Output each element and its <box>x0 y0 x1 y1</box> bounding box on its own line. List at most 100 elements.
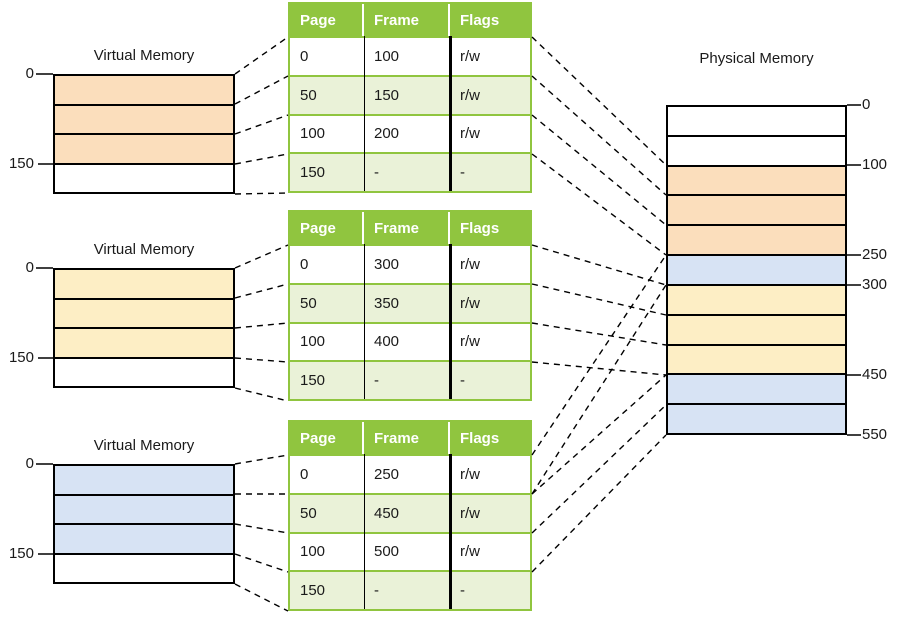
page-table-cell: - <box>374 164 379 182</box>
physical-memory-frame-row <box>668 283 845 314</box>
page-table-cell: 200 <box>374 125 400 143</box>
address-label-150: 150 <box>8 349 34 366</box>
virtual-memory-page-row <box>55 523 233 553</box>
page-table-cell: 450 <box>374 504 400 522</box>
virtual-memory-page-row <box>55 270 233 298</box>
page-table-cell: r/w <box>460 504 480 522</box>
page-table-cell: 500 <box>374 543 400 561</box>
page-table-cell: - <box>460 582 465 600</box>
physical-memory-address-label: 300 <box>862 276 888 293</box>
virtual-memory-page-row <box>55 327 233 357</box>
mapping-dashed-line <box>234 244 289 269</box>
page-table-cell: 0 <box>300 465 309 483</box>
page-table-cell: r/w <box>460 47 480 65</box>
mapping-dashed-line <box>234 36 289 75</box>
page-table-cell: 100 <box>374 47 400 65</box>
physical-memory-address-label: 550 <box>862 426 888 443</box>
virtual-memory-page-row <box>55 297 233 327</box>
physical-memory-title: Physical Memory <box>699 50 814 67</box>
page-table-cell: - <box>374 582 379 600</box>
page-table-cell: 350 <box>374 294 400 312</box>
mapping-dashed-line <box>234 153 289 165</box>
physical-memory-frame-row <box>668 107 845 135</box>
page-table-cell: 50 <box>300 86 317 104</box>
physical-memory-frame-row <box>668 194 845 225</box>
physical-memory-frame-row <box>668 373 845 404</box>
page-table-cell: - <box>460 164 465 182</box>
page-table-cell: - <box>460 372 465 390</box>
physical-memory-address-label: 250 <box>862 246 888 263</box>
mapping-dashed-line <box>531 361 667 376</box>
page-table-header-cell: Frame <box>364 212 450 244</box>
virtual-memory-title: Virtual Memory <box>93 47 195 64</box>
virtual-memory-block-3 <box>53 464 235 584</box>
page-table-header-cell: Flags <box>460 219 500 237</box>
page-table-cell: 0 <box>300 255 309 273</box>
address-label-0: 0 <box>25 455 34 472</box>
mapping-dashed-line <box>531 153 667 256</box>
page-table-cell: 100 <box>300 125 326 143</box>
address-label-0: 0 <box>25 65 34 82</box>
physical-memory-address-label: 450 <box>862 366 888 383</box>
page-table-header-cell: Page <box>290 422 364 454</box>
physical-memory-frame-row <box>668 343 845 374</box>
virtual-memory-page-row <box>55 133 233 163</box>
mapping-dashed-line <box>531 434 667 573</box>
page-table-cell: 250 <box>374 465 400 483</box>
column-divider-line <box>363 36 365 191</box>
physical-memory-frame-row <box>668 134 845 165</box>
address-label-150: 150 <box>8 545 34 562</box>
mapping-dashed-line <box>234 523 289 534</box>
address-label-150: 150 <box>8 155 34 172</box>
physical-memory-frame-row <box>668 164 845 195</box>
virtual-memory-page-row <box>55 356 233 386</box>
mapping-dashed-line <box>531 36 667 166</box>
physical-memory-block <box>666 105 847 435</box>
address-label-0: 0 <box>25 259 34 276</box>
page-table-cell: 400 <box>374 333 400 351</box>
physical-memory-frame-row <box>668 224 845 255</box>
page-table-cell: 150 <box>300 582 326 600</box>
page-table-cell: 0 <box>300 47 309 65</box>
page-table-cell: r/w <box>460 255 480 273</box>
mapping-dashed-line <box>531 284 667 495</box>
virtual-memory-block-2 <box>53 268 235 388</box>
virtual-memory-title: Virtual Memory <box>93 437 195 454</box>
mapping-dashed-line <box>234 454 289 465</box>
mapping-dashed-line <box>531 322 667 346</box>
mapping-dashed-line <box>531 244 667 286</box>
mapping-dashed-line <box>531 75 667 196</box>
mapping-dashed-line <box>234 75 289 105</box>
mapping-dashed-line <box>531 374 667 495</box>
page-table-row: 0 100 r/w <box>290 36 530 75</box>
physical-memory-address-label: 0 <box>862 96 871 113</box>
mapping-dashed-line <box>234 283 289 299</box>
virtual-memory-page-row <box>55 76 233 104</box>
virtual-memory-page-row <box>55 493 233 523</box>
mapping-dashed-line <box>234 553 289 573</box>
page-table-cell: 150 <box>300 372 326 390</box>
physical-memory-frame-row <box>668 403 845 433</box>
page-table-header-cell: Page <box>290 4 364 36</box>
mapping-dashed-line <box>234 114 289 135</box>
page-table-cell: - <box>374 372 379 390</box>
mapping-dashed-line <box>531 254 667 456</box>
page-table-header-cell: Flags <box>460 429 500 447</box>
virtual-memory-page-row <box>55 552 233 582</box>
page-table-header-cell: Page <box>290 212 364 244</box>
page-table-header-cell: Frame <box>364 422 450 454</box>
mapping-dashed-line <box>234 583 289 612</box>
column-divider-line <box>449 244 452 399</box>
physical-memory-frame-row <box>668 313 845 344</box>
physical-memory-address-label: 100 <box>862 156 888 173</box>
